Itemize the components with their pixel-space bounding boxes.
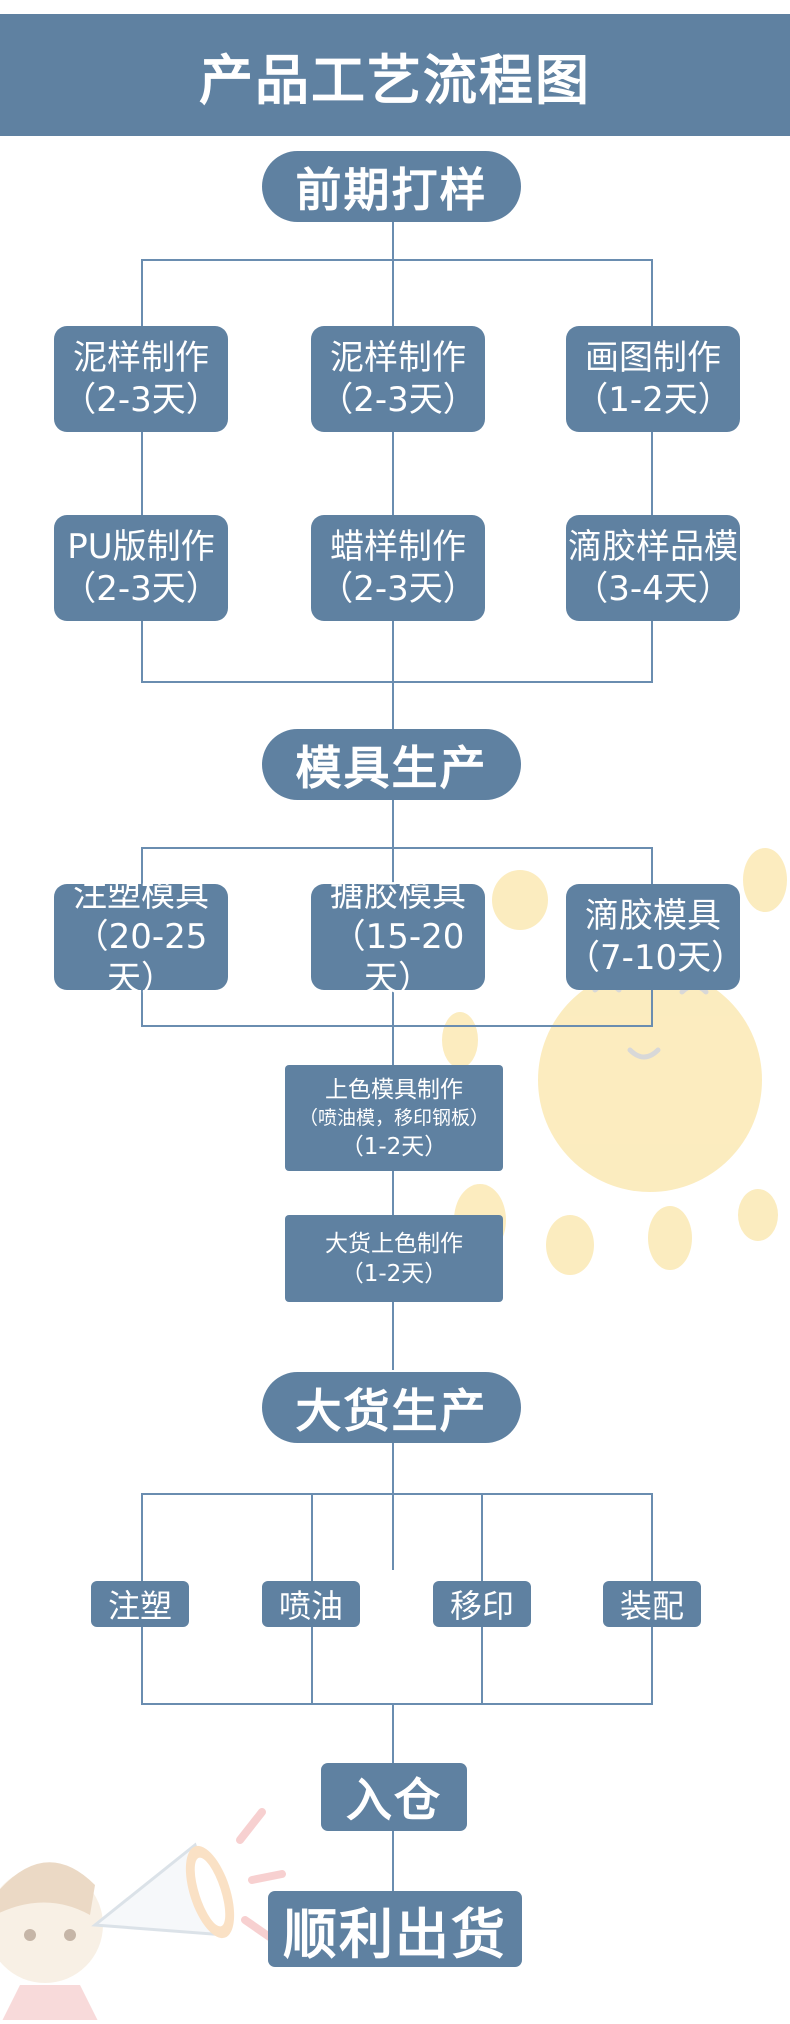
step-duration: （2-3天） [62,569,220,609]
step-duration: （20-25天） [74,917,208,999]
step-duration: （2-3天） [319,569,477,609]
mass-step: 注塑 [91,1581,189,1627]
mold-step: 搪胶模具 （15-20天） [311,875,485,999]
connector [392,1440,394,1570]
page-title: 产品工艺流程图 [0,14,790,136]
step-name: 滴胶样品模 [568,527,738,567]
step-name: 泥样制作 [73,338,209,378]
prototype-step: 画图制作 （1-2天） [566,326,740,432]
bulk-color-step: 大货上色制作 （1-2天） [285,1215,503,1302]
step-duration: （1-2天） [340,1260,448,1287]
mass-step: 装配 [603,1581,701,1627]
step-name: PU版制作 [67,527,215,567]
sun-illustration [442,848,787,1275]
connector [392,220,394,730]
step-name: 注塑模具 [73,875,209,915]
step-name: 大货上色制作 [325,1230,463,1257]
step-name: 画图制作 [585,338,721,378]
step-duration: （2-3天） [62,380,220,420]
step-name: 蜡样制作 [330,527,466,567]
prototype-step: PU版制作 （2-3天） [54,515,228,621]
stage-mold-production: 模具生产 [262,729,521,800]
connector [651,259,653,683]
connector [392,1703,394,1963]
connector [141,681,653,683]
stage-warehousing: 入仓 [321,1763,467,1831]
connector [141,847,653,849]
step-name: 上色模具制作 [325,1076,463,1103]
stage-prototyping: 前期打样 [262,151,521,222]
stage-shipping: 顺利出货 [268,1891,522,1967]
step-detail: （喷油模，移印钢板） [298,1106,489,1129]
connector [141,1493,653,1495]
stage-mass-production: 大货生产 [262,1372,521,1443]
prototype-step: 蜡样制作 （2-3天） [311,515,485,621]
prototype-step: 泥样制作 （2-3天） [311,326,485,432]
prototype-step: 泥样制作 （2-3天） [54,326,228,432]
step-name: 搪胶模具 [330,875,466,915]
connector [141,1703,653,1705]
girl-with-megaphone-illustration [0,1808,286,2020]
mass-step: 移印 [433,1581,531,1627]
mold-step: 注塑模具 （20-25天） [54,875,228,999]
step-duration: （15-20天） [331,917,465,999]
color-mold-step: 上色模具制作 （喷油模，移印钢板） （1-2天） [285,1065,503,1171]
step-name: 泥样制作 [330,338,466,378]
step-duration: （3-4天） [574,569,732,609]
connector [141,259,143,683]
prototype-step: 滴胶样品模 （3-4天） [566,515,740,621]
mass-step: 喷油 [262,1581,360,1627]
step-duration: （2-3天） [319,380,477,420]
mold-step: 滴胶模具 （7-10天） [566,884,746,990]
step-duration: （1-2天） [574,380,732,420]
connector [141,259,653,261]
step-duration: （1-2天） [340,1133,448,1160]
step-name: 滴胶模具 [585,896,721,936]
connector [141,1025,653,1027]
step-duration: （7-10天） [566,938,746,978]
